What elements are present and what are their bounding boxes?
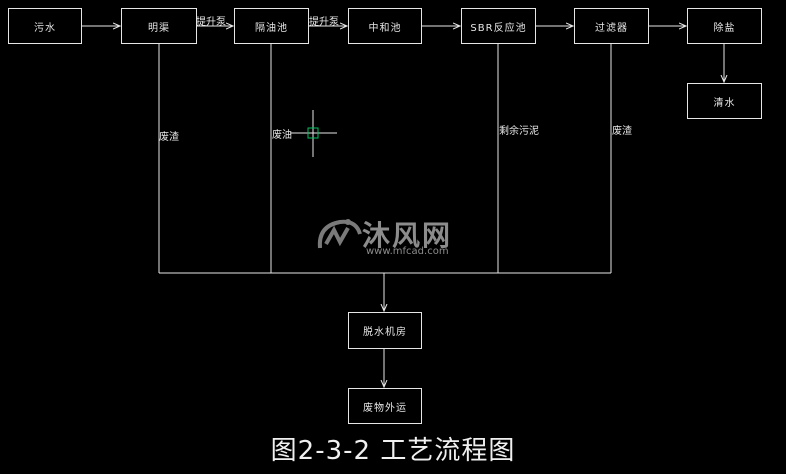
figure-caption: 图2-3-2 工艺流程图 <box>270 436 516 466</box>
label-residue-2: 废渣 <box>612 126 632 137</box>
cad-crosshair-icon <box>290 110 337 157</box>
watermark-logo-icon <box>317 219 362 249</box>
node-clean-water: 清水 <box>687 83 762 119</box>
node-oil-separator: 隔油池 <box>234 8 309 44</box>
node-desalination: 除盐 <box>687 8 762 44</box>
label-residue-1: 废渣 <box>159 132 179 143</box>
node-open-channel: 明渠 <box>121 8 197 44</box>
watermark-url: www.mfcad.com <box>366 246 449 257</box>
node-sbr: SBR反应池 <box>461 8 536 44</box>
node-filter: 过滤器 <box>574 8 649 44</box>
watermark-text: 沐风网 <box>362 219 453 252</box>
node-dewatering: 脱水机房 <box>348 312 422 349</box>
node-wastewater: 污水 <box>8 8 82 44</box>
node-neutralization: 中和池 <box>348 8 422 44</box>
node-waste-transport: 废物外运 <box>348 388 422 424</box>
label-excess-sludge: 剩余污泥 <box>499 126 539 137</box>
label-waste-oil: 废油 <box>272 130 292 141</box>
label-pump-2: 提升泵 <box>309 17 339 28</box>
label-pump-1: 提升泵 <box>196 17 226 28</box>
